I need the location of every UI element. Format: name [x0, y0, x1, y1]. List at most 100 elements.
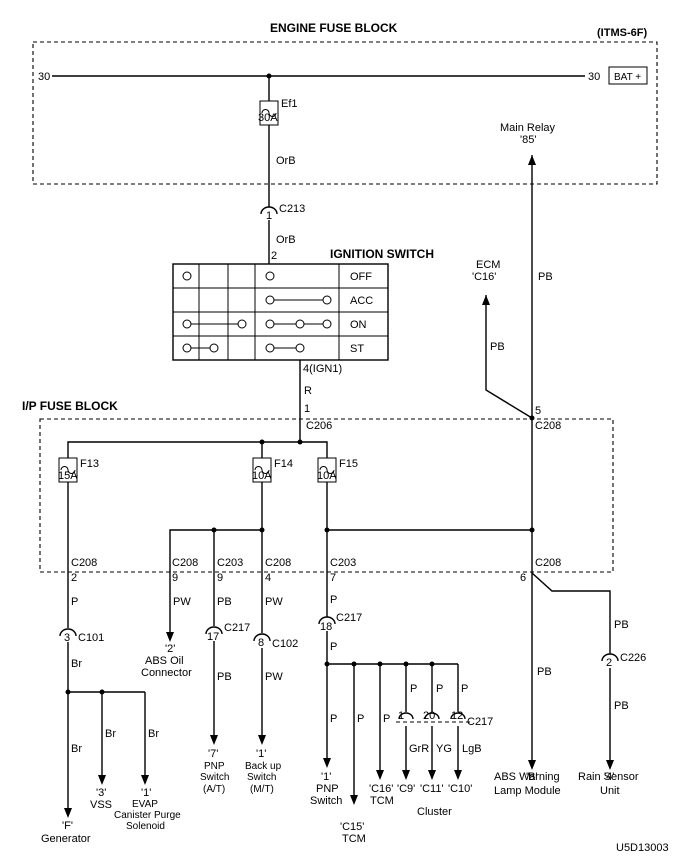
- c203-a: C203: [217, 557, 243, 569]
- cluster-pin-20: 20: [423, 710, 435, 722]
- wire-orb-1: OrB: [276, 155, 296, 167]
- rain-sensor-pin: '4': [604, 771, 614, 783]
- wire-grr: GrR: [409, 743, 429, 755]
- wire-p-2: P: [330, 594, 337, 606]
- pnp-label-2: Switch: [310, 795, 342, 807]
- tcm-c15-pin: 'C15': [340, 821, 364, 833]
- backup-label-3: (M/T): [250, 784, 274, 795]
- ip-fuse-block-title: I/P FUSE BLOCK: [22, 399, 118, 413]
- fuse-f15-amp: 10A: [317, 470, 337, 482]
- connector-c217-a: [205, 626, 223, 635]
- wire-pw-2: PW: [265, 596, 283, 608]
- connector-c217-b-pin: 18: [320, 621, 332, 633]
- wire-p-c16: P: [383, 713, 390, 725]
- connector-c217-b: [318, 616, 336, 625]
- ign-row-acc: ACC: [350, 295, 373, 307]
- connector-c217-a-label: C217: [224, 622, 250, 634]
- connector-c101-label: C101: [78, 632, 104, 644]
- wire-br-4: Br: [148, 728, 159, 740]
- wire-p-1: P: [71, 596, 78, 608]
- wire-br-1: Br: [71, 658, 82, 670]
- tcm-c15-label: TCM: [342, 833, 366, 845]
- cluster-label: Cluster: [417, 806, 452, 818]
- rain-sensor-line-2: Unit: [600, 785, 620, 797]
- abs-warning-line-2: Lamp Module: [494, 785, 561, 797]
- wire-pb-rain-1: PB: [614, 619, 629, 631]
- itms-label: (ITMS-6F): [597, 27, 647, 39]
- bat-label: BAT +: [614, 72, 641, 83]
- rain-sensor-line-1: Rain Sensor: [578, 771, 639, 783]
- c208-d: C208: [535, 557, 561, 569]
- diagram-code: U5D13003: [616, 842, 669, 854]
- cluster-pin-1: 1: [398, 710, 404, 722]
- wire-pb-ecm: PB: [490, 341, 505, 353]
- connector-c101: [59, 628, 77, 637]
- wire-pw-3: PW: [265, 671, 283, 683]
- vss-label: VSS: [90, 799, 112, 811]
- connector-c226-label: C226: [620, 652, 646, 664]
- wire-p-5: P: [357, 713, 364, 725]
- fuse-f14-amp: 10A: [252, 470, 272, 482]
- arrowheads: [64, 632, 614, 818]
- pnp-label-1: PNP: [316, 783, 339, 795]
- wire-lgb: LgB: [462, 743, 482, 755]
- ecm-pin: 'C16': [472, 271, 496, 283]
- ign-row-off: OFF: [350, 271, 372, 283]
- pnp-at-label-1: PNP: [204, 761, 225, 772]
- main-relay-label: Main Relay: [500, 122, 556, 134]
- main-relay-pin: '85': [520, 134, 536, 146]
- connector-c226: [601, 653, 619, 662]
- evap-pin: '1': [141, 787, 151, 799]
- wire-r: R: [304, 385, 312, 397]
- backup-label-1: Back up: [245, 761, 282, 772]
- abs-oil-label-1: ABS Oil: [145, 655, 184, 667]
- evap-label-2: Canister Purge: [114, 810, 181, 821]
- ign-pin-4: 4(IGN1): [303, 363, 342, 375]
- c208-c: C208: [265, 557, 291, 569]
- fuse-f14-label: F14: [274, 458, 293, 470]
- c206-label: C206: [306, 420, 332, 432]
- wire-pb-abs: PB: [537, 666, 552, 678]
- c208-a-pin: 2: [71, 572, 77, 584]
- c203-a-pin: 9: [217, 572, 223, 584]
- wire-pb-main: PB: [538, 271, 553, 283]
- pnp-at-label-3: (A/T): [203, 784, 225, 795]
- c203-b: C203: [330, 557, 356, 569]
- abs-warning-pin: 'B': [526, 771, 538, 783]
- bus-left-30: 30: [38, 71, 50, 83]
- wire-pb-2: PB: [217, 671, 232, 683]
- tcm-c16-pin: 'C16': [369, 783, 393, 795]
- ign-row-on: ON: [350, 319, 367, 331]
- cluster-c10: 'C10': [448, 783, 472, 795]
- c208-b-pin: 9: [172, 572, 178, 584]
- c208-pin-5: 5: [535, 405, 541, 417]
- c208-a: C208: [71, 557, 97, 569]
- generator-pin: 'F': [62, 820, 73, 832]
- wire-pb-rain-2: PB: [614, 700, 629, 712]
- c208-ecm: C208: [535, 420, 561, 432]
- connector-c217-b-label: C217: [336, 612, 362, 624]
- connector-c213: [260, 206, 278, 215]
- wire-br-2: Br: [71, 743, 82, 755]
- connector-c102-pin: 8: [258, 637, 264, 649]
- cluster-c9: 'C9': [397, 783, 415, 795]
- bat-box: [608, 66, 648, 85]
- pnp-at-pin: '7': [208, 748, 218, 760]
- connector-c217-c-label: C217: [467, 716, 493, 728]
- wire-p-4: P: [330, 713, 337, 725]
- ecm-label: ECM: [476, 259, 500, 271]
- c208-c-pin: 4: [265, 572, 271, 584]
- connector-c102: [253, 633, 271, 642]
- engine-fuse-block-outline: [32, 41, 658, 185]
- generator-label: Generator: [41, 833, 91, 845]
- evap-label-3: Solenoid: [126, 821, 165, 832]
- abs-oil-label-2: Connector: [141, 667, 192, 679]
- ign-row-st: ST: [350, 343, 364, 355]
- abs-oil-pin: '2': [165, 643, 175, 655]
- engine-fuse-block-title: ENGINE FUSE BLOCK: [270, 21, 398, 35]
- wire-p-3: P: [330, 641, 337, 653]
- c203-b-pin: 7: [330, 572, 336, 584]
- wire-p-cl-1: P: [410, 683, 417, 695]
- connector-c102-label: C102: [272, 638, 298, 650]
